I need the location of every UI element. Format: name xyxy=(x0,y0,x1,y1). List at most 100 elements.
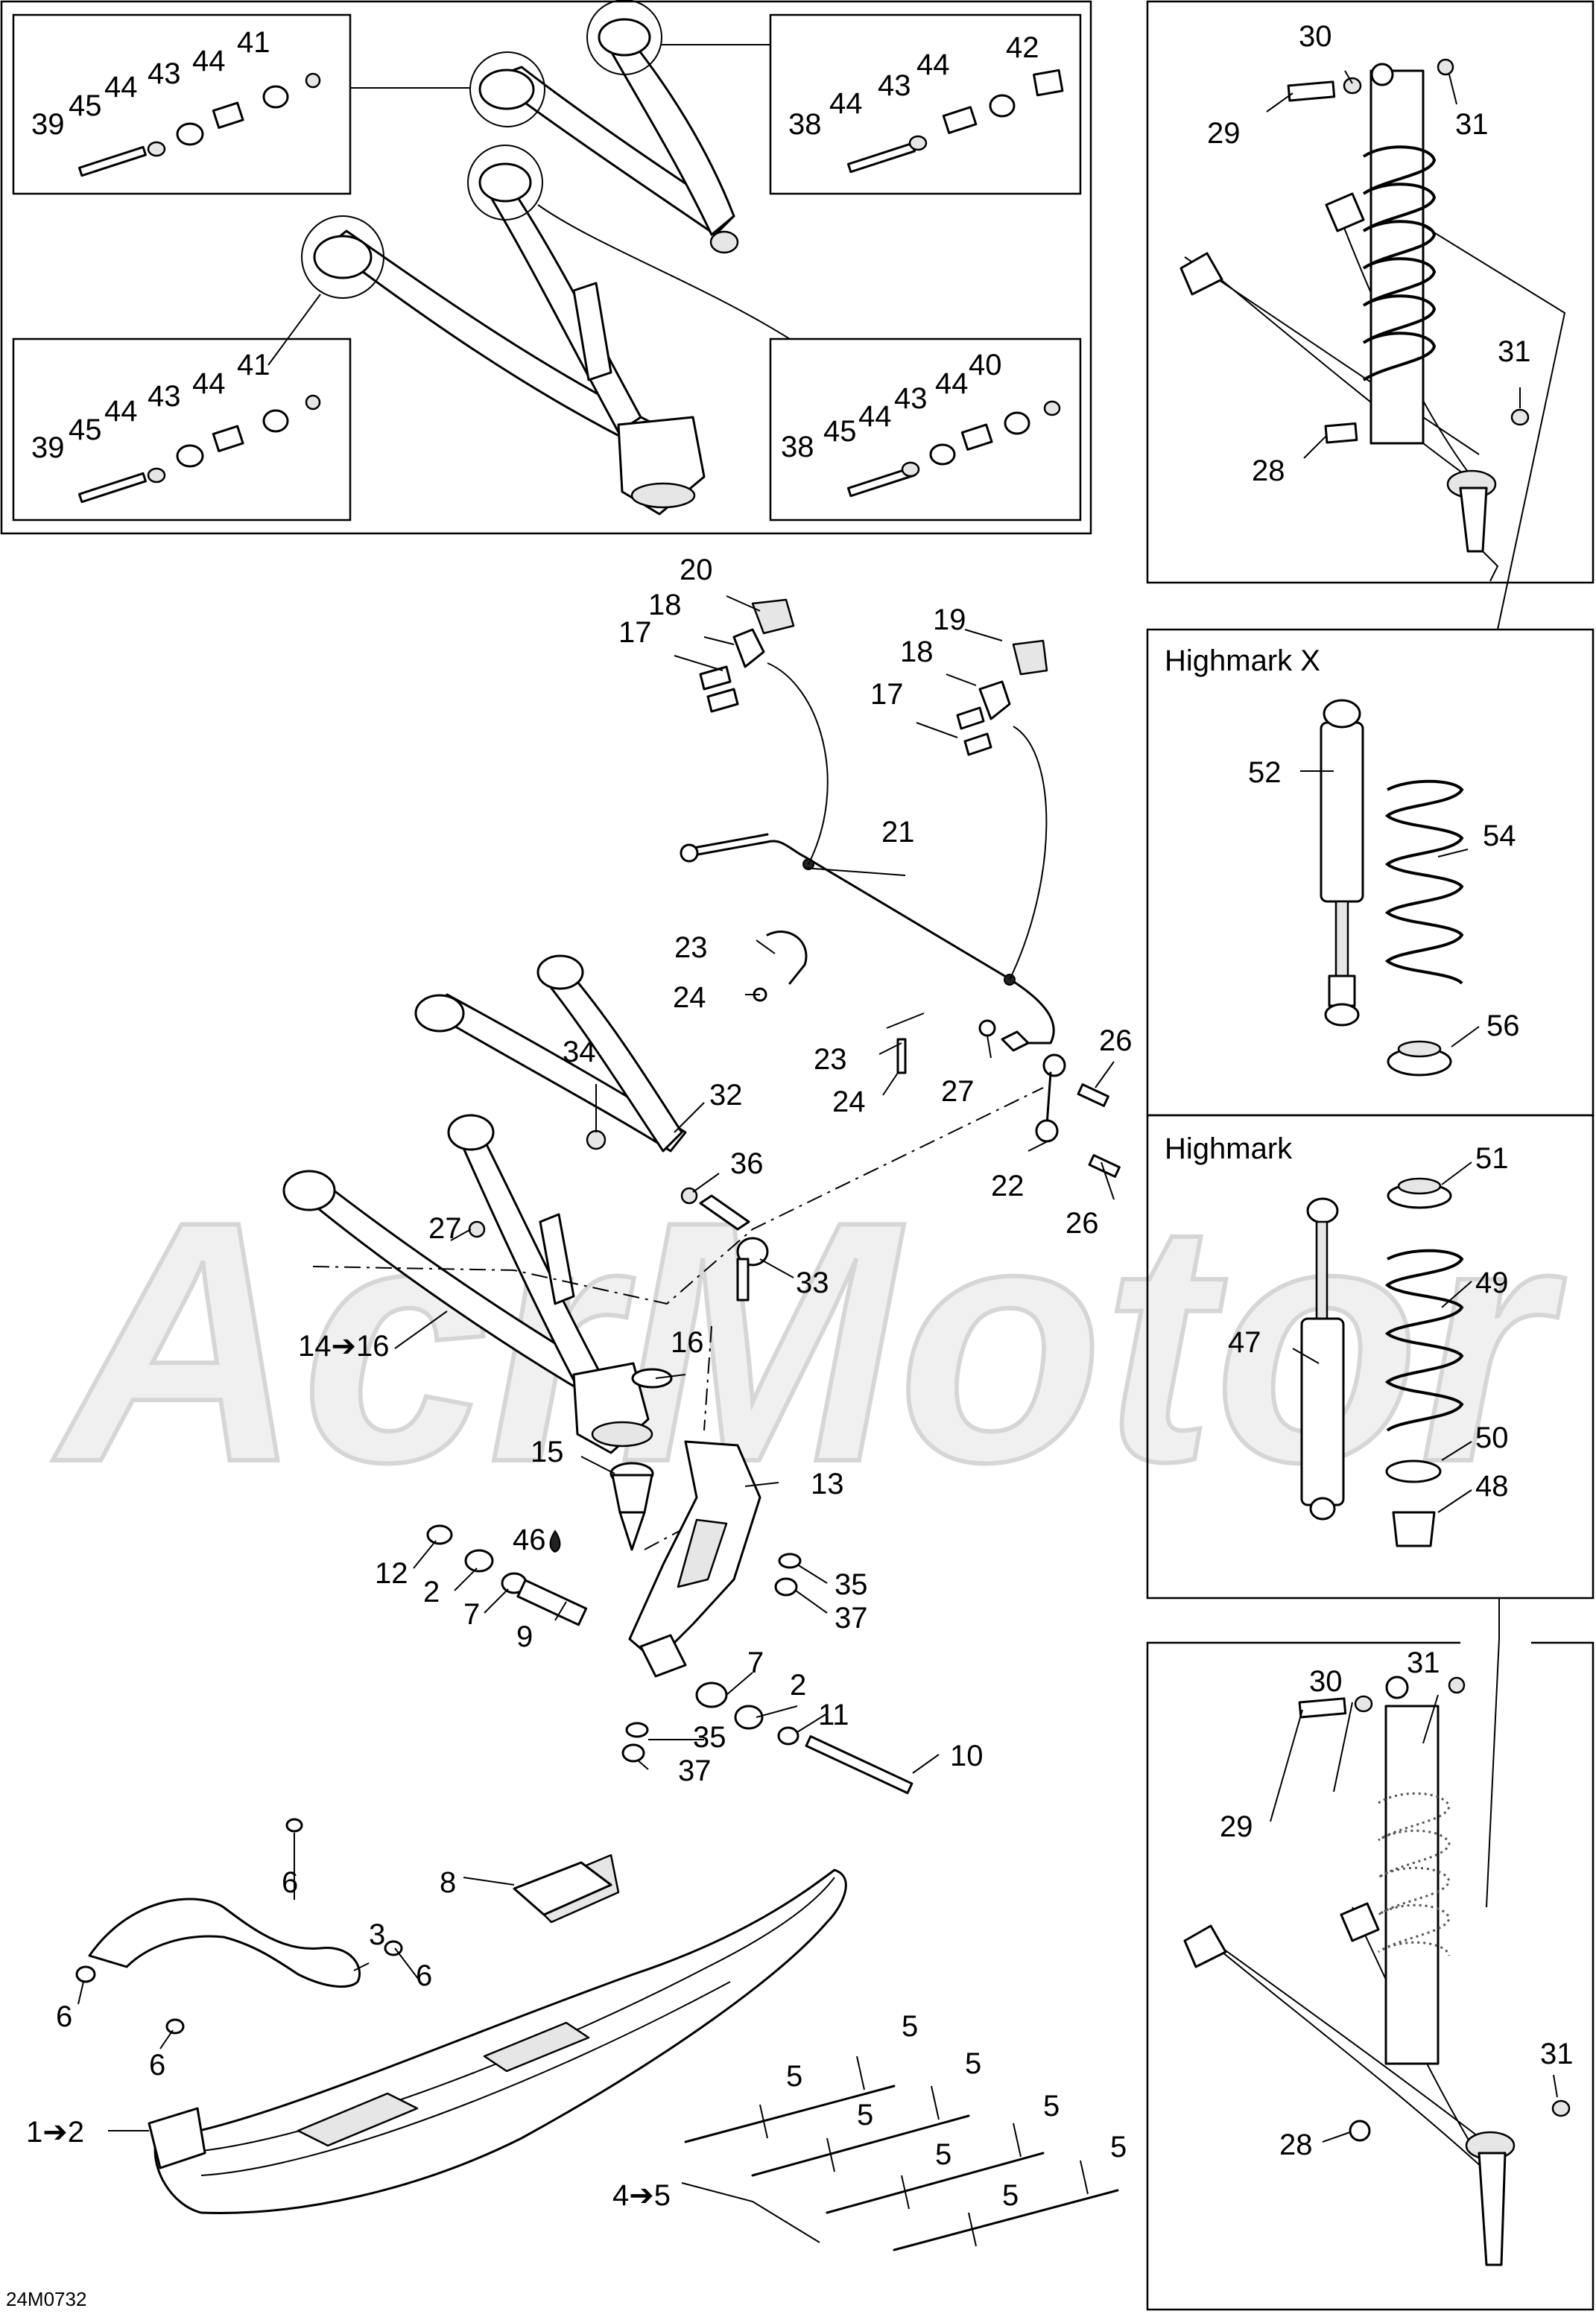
shock-assembly-bottom xyxy=(1183,1598,1571,2266)
hardware-box-bottom-right xyxy=(769,337,1082,522)
leader-lines xyxy=(77,70,1558,2143)
callout-2: 2 xyxy=(423,1576,440,1608)
ski-assembly xyxy=(75,1818,847,2214)
callout-2: 2 xyxy=(790,1669,806,1702)
callout-43: 43 xyxy=(148,380,181,413)
callout-44: 44 xyxy=(104,71,138,104)
callout-45: 45 xyxy=(69,89,102,122)
callout-31: 31 xyxy=(1540,2038,1574,2070)
callout-43: 43 xyxy=(894,382,928,415)
callout-38: 38 xyxy=(781,431,814,463)
callout-26: 26 xyxy=(1099,1024,1133,1057)
callout-45: 45 xyxy=(69,413,102,446)
callout-35: 35 xyxy=(835,1568,868,1601)
callout-54: 54 xyxy=(1483,820,1516,852)
callout-28: 28 xyxy=(1252,454,1285,487)
hardware-box-bottom-left xyxy=(12,337,352,522)
callout-41: 41 xyxy=(237,349,270,381)
callout-27: 27 xyxy=(941,1075,975,1108)
callout-39: 39 xyxy=(31,108,65,141)
hardware-stack-bottom-right xyxy=(846,400,1061,498)
callout-10: 10 xyxy=(950,1740,984,1772)
callout-13: 13 xyxy=(811,1468,844,1500)
callout-31: 31 xyxy=(1498,335,1531,368)
callout-5: 5 xyxy=(857,2099,873,2131)
callout-22: 22 xyxy=(991,1170,1025,1202)
sway-bar-assembly xyxy=(680,598,1121,1178)
callout-6: 6 xyxy=(56,2000,72,2033)
carbide-runners xyxy=(681,2055,1119,2251)
callout-52: 52 xyxy=(1248,756,1282,789)
callout-40: 40 xyxy=(969,349,1002,381)
highmark-x-panel xyxy=(1146,628,1595,1117)
panel-title-highmark-x: Highmark X xyxy=(1165,644,1320,677)
callout-7: 7 xyxy=(463,1598,480,1631)
callout-50: 50 xyxy=(1475,1421,1509,1454)
callout-43: 43 xyxy=(878,69,911,102)
callout-16: 16 xyxy=(671,1326,704,1359)
callout-31: 31 xyxy=(1407,1646,1440,1679)
callout-27: 27 xyxy=(428,1212,462,1245)
callout-24: 24 xyxy=(673,981,706,1014)
hardware-stack-top-left xyxy=(77,72,321,177)
highmark-panel xyxy=(1146,1114,1595,1600)
callout-19: 19 xyxy=(933,603,966,636)
callout-5: 5 xyxy=(902,2010,918,2043)
callout-35: 35 xyxy=(693,1721,726,1754)
callout-17: 17 xyxy=(618,616,652,649)
callout-11: 11 xyxy=(818,1699,849,1731)
callout-21: 21 xyxy=(881,816,915,849)
callouts: 41 44 43 44 45 39 42 44 43 44 38 41 44 4… xyxy=(26,20,1574,2212)
callout-44: 44 xyxy=(916,48,950,81)
callout-49: 49 xyxy=(1475,1267,1509,1299)
callout-37: 37 xyxy=(835,1602,868,1635)
callout-29: 29 xyxy=(1220,1810,1253,1843)
callout-26: 26 xyxy=(1065,1207,1099,1240)
callout-12: 12 xyxy=(375,1557,408,1590)
callout-14-16: 14➔16 xyxy=(298,1330,390,1363)
front-suspension-arms xyxy=(282,954,1044,1550)
callout-39: 39 xyxy=(31,431,65,464)
callout-44: 44 xyxy=(104,395,138,428)
callout-44: 44 xyxy=(858,400,892,433)
callout-44: 44 xyxy=(935,367,969,400)
callout-20: 20 xyxy=(680,554,713,586)
hardware-box-top-left xyxy=(12,13,352,195)
callout-46: 46 xyxy=(513,1524,546,1556)
callout-3: 3 xyxy=(369,1918,385,1951)
diagram-code: 24M0732 xyxy=(6,2288,86,2310)
upper-a-arm-assembly xyxy=(267,0,791,516)
callout-44: 44 xyxy=(192,45,226,77)
callout-48: 48 xyxy=(1475,1470,1509,1503)
callout-18: 18 xyxy=(648,589,682,621)
callout-56: 56 xyxy=(1486,1009,1520,1042)
spindle-assembly xyxy=(426,1440,913,1795)
hardware-box-top-right xyxy=(769,13,1082,195)
callout-5: 5 xyxy=(935,2138,951,2171)
callout-6: 6 xyxy=(282,1866,298,1899)
shock-assembly-top xyxy=(1179,58,1566,630)
callout-36: 36 xyxy=(730,1147,764,1180)
callout-17: 17 xyxy=(870,678,904,711)
callout-8: 8 xyxy=(440,1866,456,1899)
callout-28: 28 xyxy=(1279,2128,1313,2161)
callout-30: 30 xyxy=(1299,20,1332,53)
callout-32: 32 xyxy=(709,1079,743,1112)
callout-31: 31 xyxy=(1455,108,1489,141)
callout-5: 5 xyxy=(1110,2131,1127,2164)
shock-detail-bottom-frame xyxy=(1146,1641,1595,2311)
callout-6: 6 xyxy=(416,1959,432,1992)
highmark-x-shock-parts xyxy=(1320,699,1464,1077)
callout-23: 23 xyxy=(814,1043,847,1076)
callout-5: 5 xyxy=(1043,2090,1060,2123)
shock-detail-top-frame xyxy=(1146,0,1595,584)
highmark-shock-parts xyxy=(1300,1177,1464,1547)
panel-title-highmark: Highmark xyxy=(1165,1132,1293,1165)
callout-43: 43 xyxy=(148,57,181,90)
callout-38: 38 xyxy=(788,108,822,141)
callout-34: 34 xyxy=(563,1036,596,1068)
callout-45: 45 xyxy=(823,415,857,448)
hardware-stack-bottom-left xyxy=(77,394,321,504)
callout-30: 30 xyxy=(1309,1665,1343,1698)
